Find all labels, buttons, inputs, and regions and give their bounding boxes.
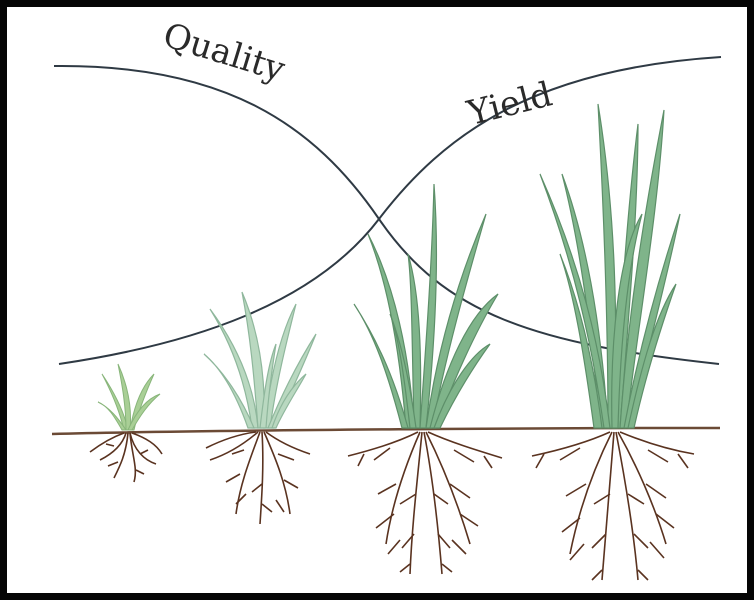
yield-label: Yield <box>463 74 557 134</box>
plant-stage-3 <box>348 184 502 574</box>
plant-stage-4 <box>532 104 694 580</box>
plant-1-leaves <box>98 364 160 430</box>
quality-yield-diagram: Quality Yield <box>14 14 754 600</box>
plant-stage-1 <box>90 364 162 482</box>
plant-1-roots <box>90 433 162 482</box>
soil-line <box>52 428 720 434</box>
plant-stage-2 <box>204 292 316 524</box>
plant-3-roots <box>348 432 502 574</box>
plant-2-leaves <box>204 292 316 428</box>
plant-4-leaves <box>540 104 680 428</box>
plant-4-roots <box>532 432 694 580</box>
plant-2-roots <box>206 432 310 524</box>
